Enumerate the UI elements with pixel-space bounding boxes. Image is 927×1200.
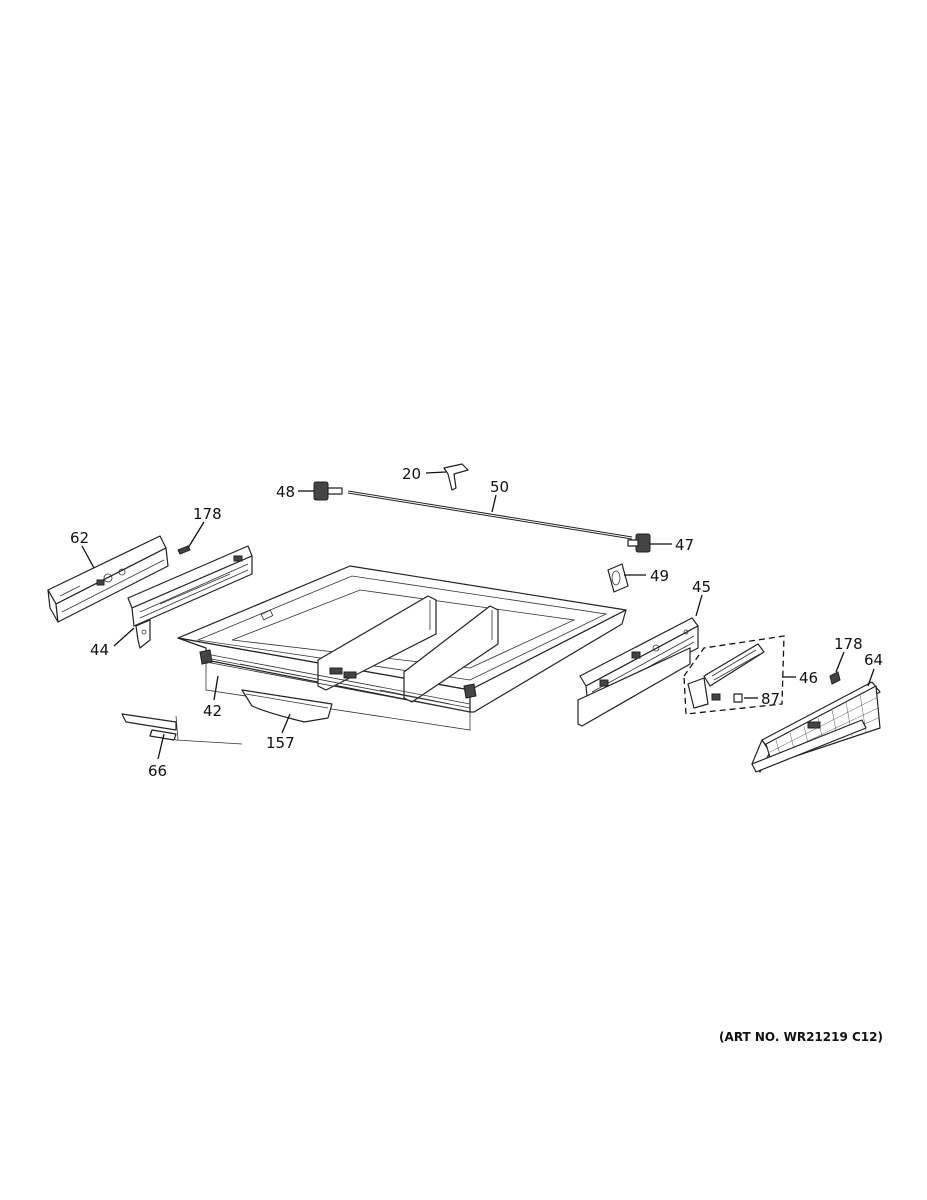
leader-64 (867, 668, 875, 687)
callout-labels: 20 48 50 178 62 47 49 45 44 42 157 66 17… (70, 465, 883, 780)
leader-44 (113, 627, 135, 647)
leader-42 (213, 675, 219, 701)
callout-48: 48 (276, 483, 295, 501)
art-number: (ART NO. WR21219 C12) (719, 1030, 883, 1044)
leader-20 (425, 471, 447, 474)
callout-178-left: 178 (193, 505, 222, 523)
part-45-right-rail (577, 617, 699, 727)
callout-47: 47 (675, 536, 694, 554)
callout-157: 157 (266, 734, 295, 752)
part-46-tilt-assembly (683, 635, 785, 715)
callout-64: 64 (864, 651, 883, 669)
leader-45 (695, 594, 703, 617)
part-20-clip (443, 463, 469, 491)
callout-45: 45 (692, 578, 711, 596)
callout-42: 42 (203, 702, 222, 720)
callout-20: 20 (402, 465, 421, 483)
leader-lines (81, 471, 875, 760)
part-48-gear (313, 481, 343, 501)
part-178-screw-right (829, 671, 841, 685)
callout-49: 49 (650, 567, 669, 585)
callout-44: 44 (90, 641, 109, 659)
leader-178a (187, 521, 205, 549)
part-64-side-panel (751, 681, 881, 773)
part-49-cam (607, 563, 629, 593)
part-157-handle (241, 689, 333, 723)
callout-66: 66 (148, 762, 167, 780)
part-50-rod (347, 490, 633, 540)
part-47-gear (627, 533, 651, 553)
part-44-left-rail (127, 545, 253, 649)
callout-178-right: 178 (834, 635, 863, 653)
part-62-side-panel (47, 535, 169, 623)
leader-66 (157, 733, 165, 760)
part-87-pin (733, 693, 743, 703)
callout-87: 87 (761, 690, 780, 708)
part-178-screw-left (177, 545, 191, 555)
leader-62 (81, 545, 95, 569)
part-66-wire (121, 713, 243, 745)
callout-46: 46 (799, 669, 818, 687)
leader-157 (281, 713, 291, 734)
leader-50 (491, 494, 497, 513)
callout-50: 50 (490, 478, 509, 496)
part-42-drawer-pan (177, 565, 627, 731)
callout-62: 62 (70, 529, 89, 547)
leader-178b (835, 651, 845, 673)
